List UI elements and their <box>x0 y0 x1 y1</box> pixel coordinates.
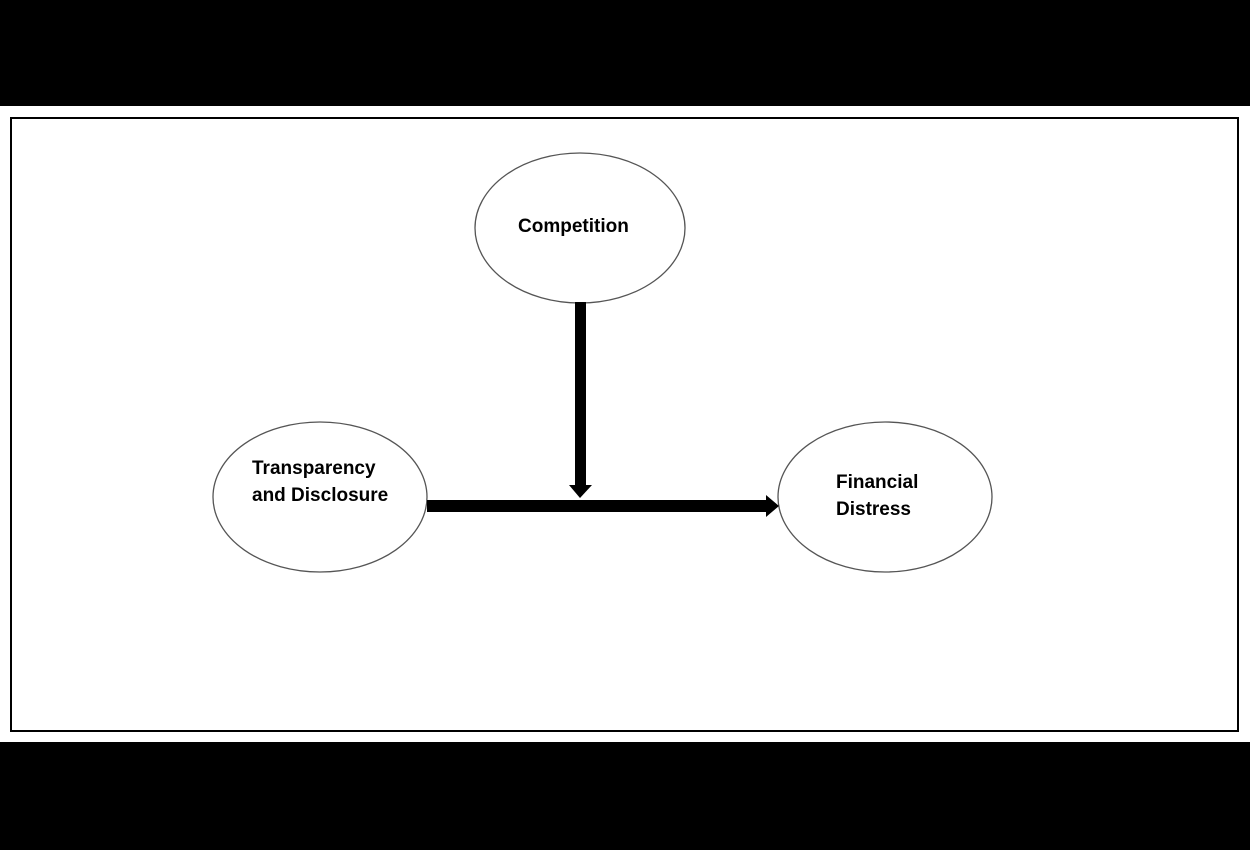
direct-effect-arrow <box>427 495 779 517</box>
node-transparency-ellipse <box>212 421 428 573</box>
bottom-black-band <box>0 742 1250 850</box>
distress-text-line2: Distress <box>836 499 911 520</box>
moderation-arrow <box>569 302 592 498</box>
node-distress-ellipse <box>777 421 993 573</box>
competition-text: Competition <box>518 216 629 237</box>
transparency-text-line1: Transparency <box>252 458 376 479</box>
node-transparency-label: Transparency and Disclosure <box>252 455 388 509</box>
top-black-band <box>0 0 1250 106</box>
transparency-text-line2: and Disclosure <box>252 485 389 506</box>
node-competition-label: Competition <box>518 213 629 240</box>
distress-text-line1: Financial <box>836 472 919 493</box>
node-distress-label: Financial Distress <box>836 469 918 523</box>
